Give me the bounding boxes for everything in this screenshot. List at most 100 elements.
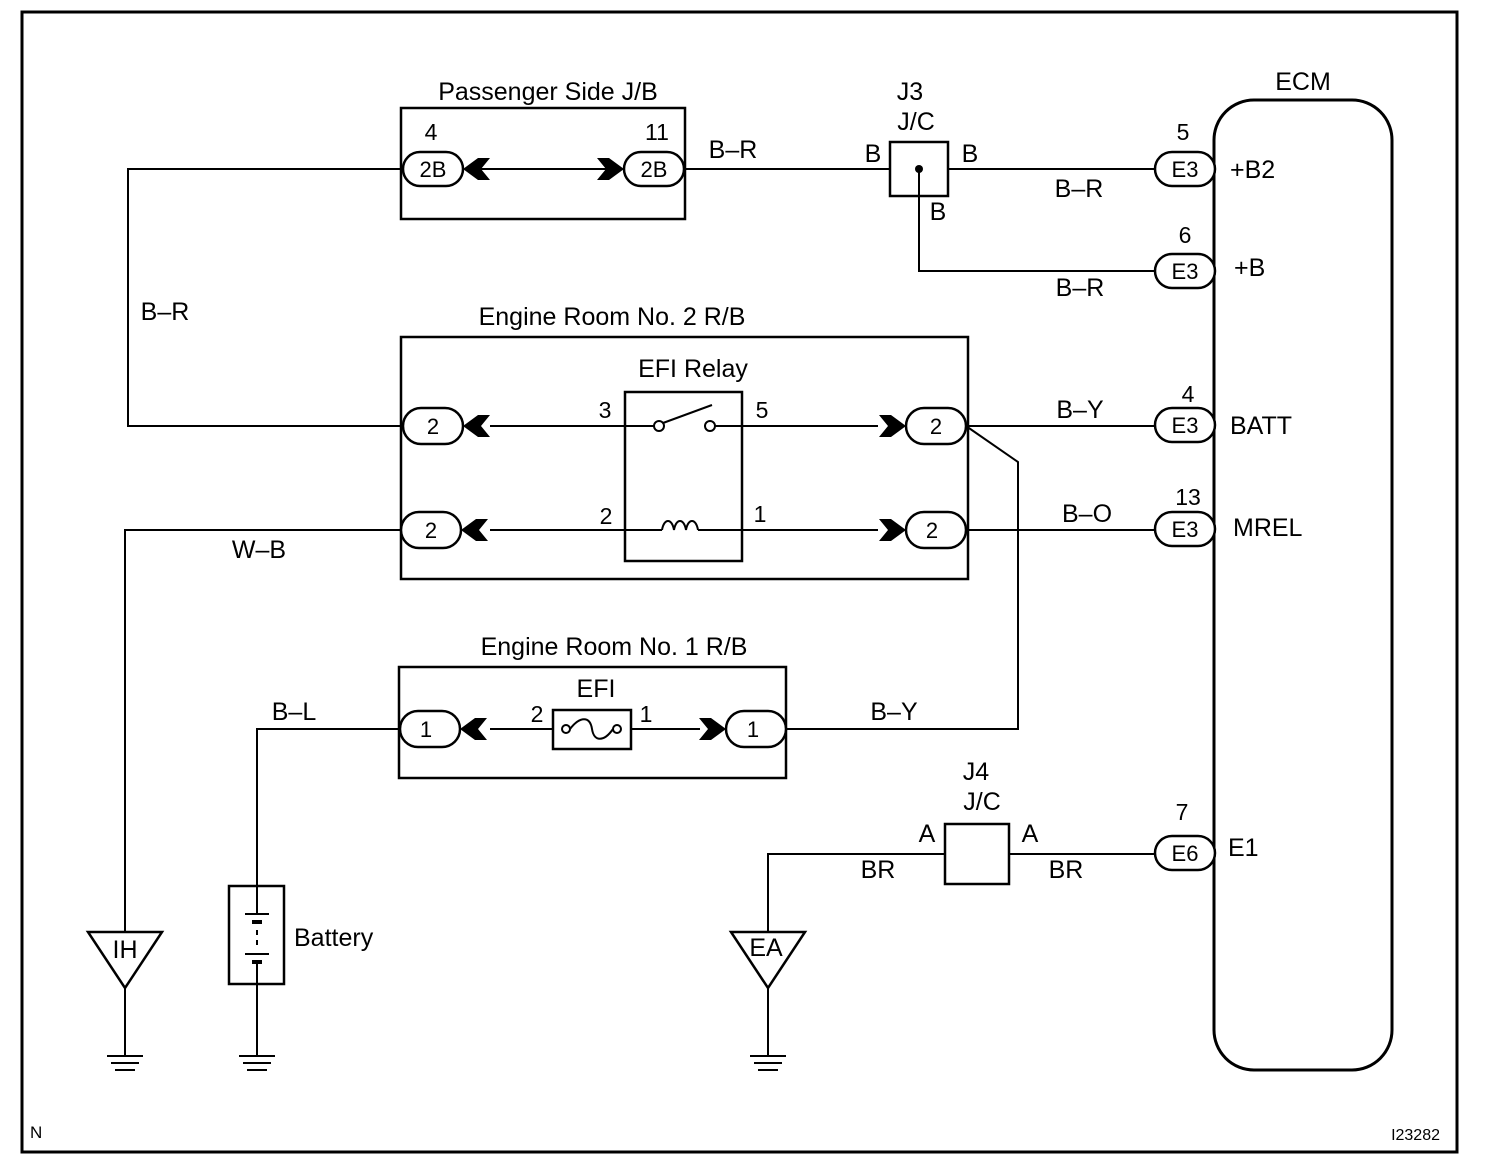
connector-label: 2 <box>427 414 439 439</box>
connector-label: E6 <box>1172 841 1199 866</box>
connector-label: E3 <box>1172 157 1199 182</box>
wire <box>786 425 1019 730</box>
relay-pin: 3 <box>599 397 612 423</box>
pin-number: 11 <box>645 119 669 145</box>
rb-title: Engine Room No. 1 R/B <box>481 633 748 661</box>
ground-triangle <box>85 930 165 991</box>
connector-arrow <box>879 519 906 541</box>
jc-type: J/C <box>963 788 1001 816</box>
wire <box>918 169 1155 272</box>
rb-title: Engine Room No. 2 R/B <box>479 303 746 331</box>
wire-color: BR <box>861 856 896 884</box>
rb-box <box>399 335 970 581</box>
pin-number: 7 <box>1176 799 1189 825</box>
switch-contact <box>653 420 665 432</box>
connector-arrow <box>879 415 906 437</box>
battery: Battery <box>227 884 374 1071</box>
connector-label: 2B <box>641 157 668 182</box>
fuse-icon <box>569 718 614 740</box>
connector-label: 2 <box>425 518 437 543</box>
outer-frame <box>20 10 1459 1154</box>
jb-title: Passenger Side J/B <box>438 78 658 106</box>
jc-box <box>943 822 1011 886</box>
fuse-title: EFI <box>577 675 616 703</box>
connector-arrow <box>460 718 487 740</box>
jc-pin: A <box>1022 820 1039 848</box>
connector-label: 2 <box>926 518 938 543</box>
corner-label: N <box>30 1123 42 1142</box>
terminal-name: +B <box>1234 254 1265 282</box>
ground-point-ih: IH <box>85 930 165 1071</box>
ecm-terminal-e1: 7 E6 E1 <box>1153 799 1259 872</box>
connector-label: 2B <box>420 157 447 182</box>
ecm: ECM <box>1212 68 1394 1072</box>
j3-junction-connector: J3 J/C B B B <box>865 78 979 226</box>
jc-name: J3 <box>897 78 923 106</box>
wire-color: BR <box>1049 856 1084 884</box>
fuse-pin: 2 <box>531 701 544 727</box>
engine-room-no2-rb: Engine Room No. 2 R/B EFI Relay 3 5 2 1 … <box>399 303 970 581</box>
relay-pin: 2 <box>600 503 613 529</box>
connector-label: E3 <box>1172 259 1199 284</box>
wires: B–R B–R B–R B–R B–Y B–Y B–O W–B B–L BR B… <box>124 136 1155 932</box>
wire <box>767 853 945 932</box>
jc-name: J4 <box>963 758 990 786</box>
ground-label: IH <box>113 936 138 964</box>
fuse-pin: 1 <box>640 701 653 727</box>
engine-room-no1-rb: Engine Room No. 1 R/B EFI 2 1 1 1 <box>397 633 788 780</box>
connector-arrow <box>463 415 490 437</box>
relay-coil-icon <box>661 520 699 531</box>
pin-number: 13 <box>1175 484 1201 510</box>
connector-label: 2 <box>930 414 942 439</box>
connector-label: 1 <box>420 717 432 742</box>
wire-color: B–Y <box>870 698 918 726</box>
wire-color: B–O <box>1062 500 1112 528</box>
jc-pin: B <box>865 140 882 168</box>
figure-code: I23282 <box>1391 1127 1440 1144</box>
jc-pin: B <box>930 198 947 226</box>
wire <box>127 168 403 427</box>
relay-box <box>623 390 744 563</box>
jc-pin: B <box>962 140 979 168</box>
wire-color: B–R <box>1055 175 1104 203</box>
wire-color: B–R <box>1056 274 1105 302</box>
jc-pin: A <box>919 820 936 848</box>
pin-number: 4 <box>425 119 438 145</box>
relay-pin: 5 <box>756 397 769 423</box>
switch-contact <box>704 420 716 432</box>
terminal-name: BATT <box>1230 412 1292 440</box>
wire-color: B–L <box>272 698 317 726</box>
passenger-side-jb: Passenger Side J/B 4 11 2B 2B <box>399 78 687 221</box>
relay-title: EFI Relay <box>638 355 748 383</box>
ground-label: EA <box>749 934 783 962</box>
ecm-terminal-batt: 4 E3 BATT <box>1153 381 1292 444</box>
j4-junction-connector: J4 J/C A A <box>919 758 1039 886</box>
ecm-terminal-b: 6 E3 +B <box>1153 222 1265 290</box>
connector-label: E3 <box>1172 517 1199 542</box>
connector-label: E3 <box>1172 413 1199 438</box>
pin-number: 5 <box>1177 119 1190 145</box>
switch-blade <box>662 404 713 424</box>
connector-arrow <box>461 519 488 541</box>
relay-pin: 1 <box>754 501 767 527</box>
ecm-body <box>1212 98 1394 1072</box>
wire-color: B–Y <box>1056 396 1104 424</box>
wire-color: W–B <box>232 536 286 564</box>
wire <box>124 529 401 932</box>
ground-point-ea: EA <box>728 930 808 1071</box>
connector-arrow <box>699 718 726 740</box>
pin-number: 6 <box>1179 222 1192 248</box>
connector-arrow <box>597 158 624 180</box>
wire-color: B–R <box>141 298 190 326</box>
ground-triangle <box>728 930 808 991</box>
wire-color: B–R <box>709 136 758 164</box>
terminal-name: MREL <box>1233 514 1303 542</box>
battery-label: Battery <box>294 924 374 952</box>
terminal-name: E1 <box>1228 834 1259 862</box>
terminal-name: +B2 <box>1230 156 1275 184</box>
pin-number: 4 <box>1182 381 1195 407</box>
connector-label: 1 <box>747 717 759 742</box>
connector-arrow <box>463 158 490 180</box>
ecm-terminal-b2: 5 E3 +B2 <box>1153 119 1275 188</box>
